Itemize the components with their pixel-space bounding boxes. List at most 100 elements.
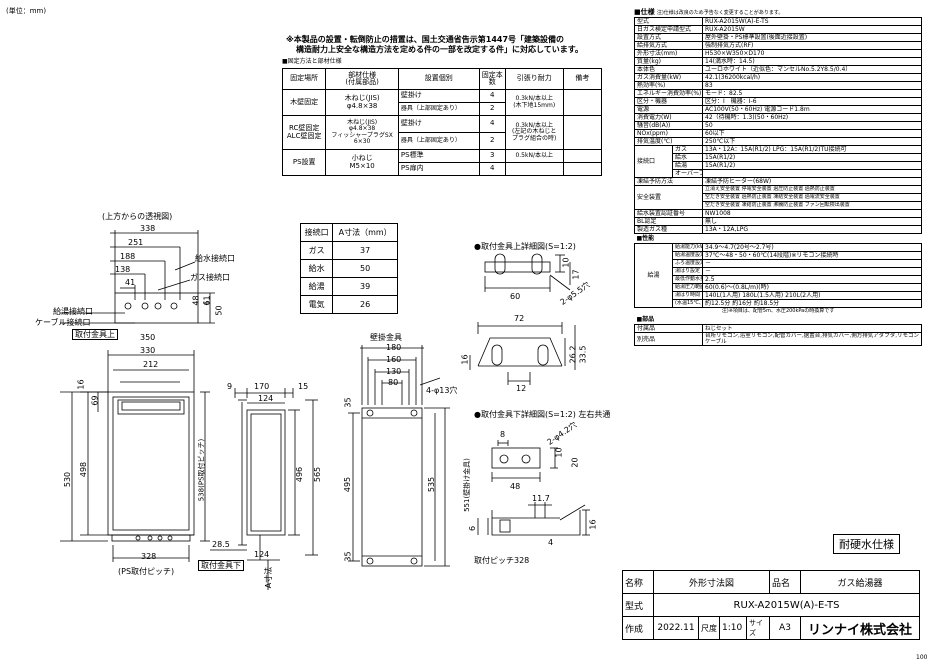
title-product-label: 品名 [769, 570, 801, 594]
spec-sublabel: 給湯圧力範囲(kPa) [671, 283, 704, 292]
spec-sublabel: 湯はり設定 [671, 267, 704, 276]
spec-label: 電源 [633, 105, 704, 114]
dim-text: 338 [140, 224, 156, 233]
spec-label: 熱効率(%) [633, 81, 704, 90]
spec-value: 42.1(36200kcal/h) [702, 73, 922, 82]
spec-value: NW1008 [702, 209, 922, 218]
dim-text: 17 [571, 269, 581, 280]
hard-water-label: 耐硬水仕様 [833, 534, 900, 554]
spec-label: BL認定 [633, 217, 704, 226]
spec-label: 消費電力(W) [633, 113, 704, 122]
spec-value: 屋外壁掛・PS標準設置(後面近接設置) [702, 33, 922, 42]
dim-text: 16 [588, 519, 598, 530]
dim-text: 180 [386, 343, 402, 352]
dim-text: 60 [510, 292, 521, 301]
spec-label: 別売品 [633, 332, 704, 346]
dim-text: 170 [254, 382, 270, 391]
spec-label: 製造ガス種 [633, 225, 704, 234]
dim-text: 498 [79, 461, 89, 478]
spec-sublabel: 給湯温度設定(℃) [671, 251, 704, 260]
dim-text: 28.5 [212, 540, 230, 549]
spec-value: ねじセット [702, 324, 922, 333]
fix-count: 3 [478, 149, 506, 163]
label-bracket-lower: 取付金具下 [198, 560, 244, 572]
fix-part: 木ねじ(JIS) φ4.8×38 [325, 89, 399, 116]
notice-line2: 構造耐力上安全な構造方法を定める件の一部を改定する件」に対応しています。 [296, 45, 583, 54]
dim-text: 50 [214, 305, 224, 316]
spec-value: － [702, 267, 922, 276]
dim-text: 33.5 [578, 345, 588, 364]
spec-value: ユーロホワイト（近似色：マンセルNo.5.2Y8.5/0.4） [702, 65, 922, 74]
dim-text: 212 [143, 360, 159, 369]
dim-text: 4-φ13穴 [426, 386, 458, 395]
conn-name: 電気 [299, 295, 334, 314]
spec-sublabel: ガス [671, 145, 704, 154]
spec-sublabel: 給湯 [671, 161, 704, 170]
spec-label: エネルギー消費効率(%) [633, 89, 704, 98]
upper-bracket-top [484, 261, 551, 273]
spec-sublabel: (水温15℃、ふろ設定42℃) [671, 299, 704, 308]
spec-value: 15A(R1/2) [702, 153, 922, 162]
spec-label: 区分・機器 [633, 97, 704, 106]
fix-note [562, 162, 603, 176]
fix-part: 小ねじ M5×10 [325, 149, 399, 176]
dim-text: 35 [343, 397, 353, 408]
spec-label: NOx(ppm) [633, 129, 704, 138]
label-hot-outlet: 給湯接続口 [53, 307, 93, 316]
perf-note: 注)※項目は、配管5m、水圧200kPaの時換算です [721, 308, 835, 314]
spec-value [702, 169, 922, 178]
fix-note [562, 115, 603, 150]
top-view-body [114, 292, 199, 324]
spec-label: 給水装置認証番号 [633, 209, 704, 218]
spec-label: 質量(kg) [633, 57, 704, 66]
spec-label: 付属品 [633, 324, 704, 333]
spec-value: － [702, 259, 922, 268]
title-size-label: サイズ [746, 616, 770, 640]
dim-text: 6 [468, 525, 478, 532]
spec-value: 空だき安全装置 凍結防止装置 沸騰防止装置 ファン回転検出装置 [702, 201, 922, 210]
upper-bracket-profile [477, 337, 563, 367]
dim-text: 350 [140, 333, 156, 342]
spec-label: 日ガス検定申請型式 [633, 25, 704, 34]
dim-text: (PS取付ピッチ) [118, 567, 175, 576]
fix-item: PS扉内 [397, 162, 480, 176]
spec-value: 50 [702, 121, 922, 130]
company-name: リンナイ株式会社 [800, 616, 920, 640]
spec-value: 60以下 [702, 129, 922, 138]
dim-text: 41 [125, 278, 136, 287]
spec-value: 無し [702, 217, 922, 226]
page-number: 100 [916, 654, 928, 661]
spec-value: 台所リモコン,浴室リモコン,配管カバー,据置台,排気カバー,側方排気アダプタ,リ… [702, 332, 922, 346]
spec-value: 2.5 [702, 275, 922, 284]
title-product-value: ガス給湯器 [800, 570, 920, 594]
dim-text: 69 [90, 395, 100, 406]
spec-value: 13A・12A,LPG [702, 225, 922, 234]
spec-value: 34.9～4.7(20号～2.7号) [702, 243, 922, 252]
dim-text: 15 [298, 382, 309, 391]
spec-value: RUX-A2015W(A)-E-TS [702, 17, 922, 26]
spec-value: 約12.5分 約16分 約18.5分 [702, 299, 922, 308]
dim-text: 538(PS取付ピッチ) [197, 438, 206, 502]
lower-bracket-title: ●取付金具下詳細図(S=1:2) 左右共通 [474, 410, 611, 419]
dim-text: 495 [343, 476, 353, 493]
dim-text: 16 [460, 354, 470, 365]
spec-value: 42（待機時：1.3)(50・60Hz) [702, 113, 922, 122]
wall-bracket-body [361, 407, 423, 567]
spec-value: 83 [702, 81, 922, 90]
spec-value: 立消え安全装置 停電安全装置 過圧防止装置 過熱防止装置 [702, 185, 922, 194]
title-scale-label: 尺度 [698, 616, 720, 640]
title-made-value: 2022.11 [653, 616, 699, 640]
dim-text: 160 [386, 355, 402, 364]
spec-label: 外形寸法(mm) [633, 49, 704, 58]
dim-text: 48 [191, 295, 201, 306]
upper-bracket-title: ●取付金具上詳細図(S=1:2) [474, 242, 576, 251]
spec-value: 60(0.6)～(0.8L/m)(時) [702, 283, 922, 292]
dim-text: 12 [516, 384, 527, 393]
spec-value: RUX-A2015W [702, 25, 922, 34]
title-model-value: RUX-A2015W(A)-E-TS [653, 593, 920, 617]
spec-label: 凍結予防方法 [633, 177, 704, 186]
top-view-caption: (上方からの透視図) [102, 212, 173, 221]
spec-label: 騒音(dB(A)) [633, 121, 704, 130]
spec-label: 型式 [633, 17, 704, 26]
